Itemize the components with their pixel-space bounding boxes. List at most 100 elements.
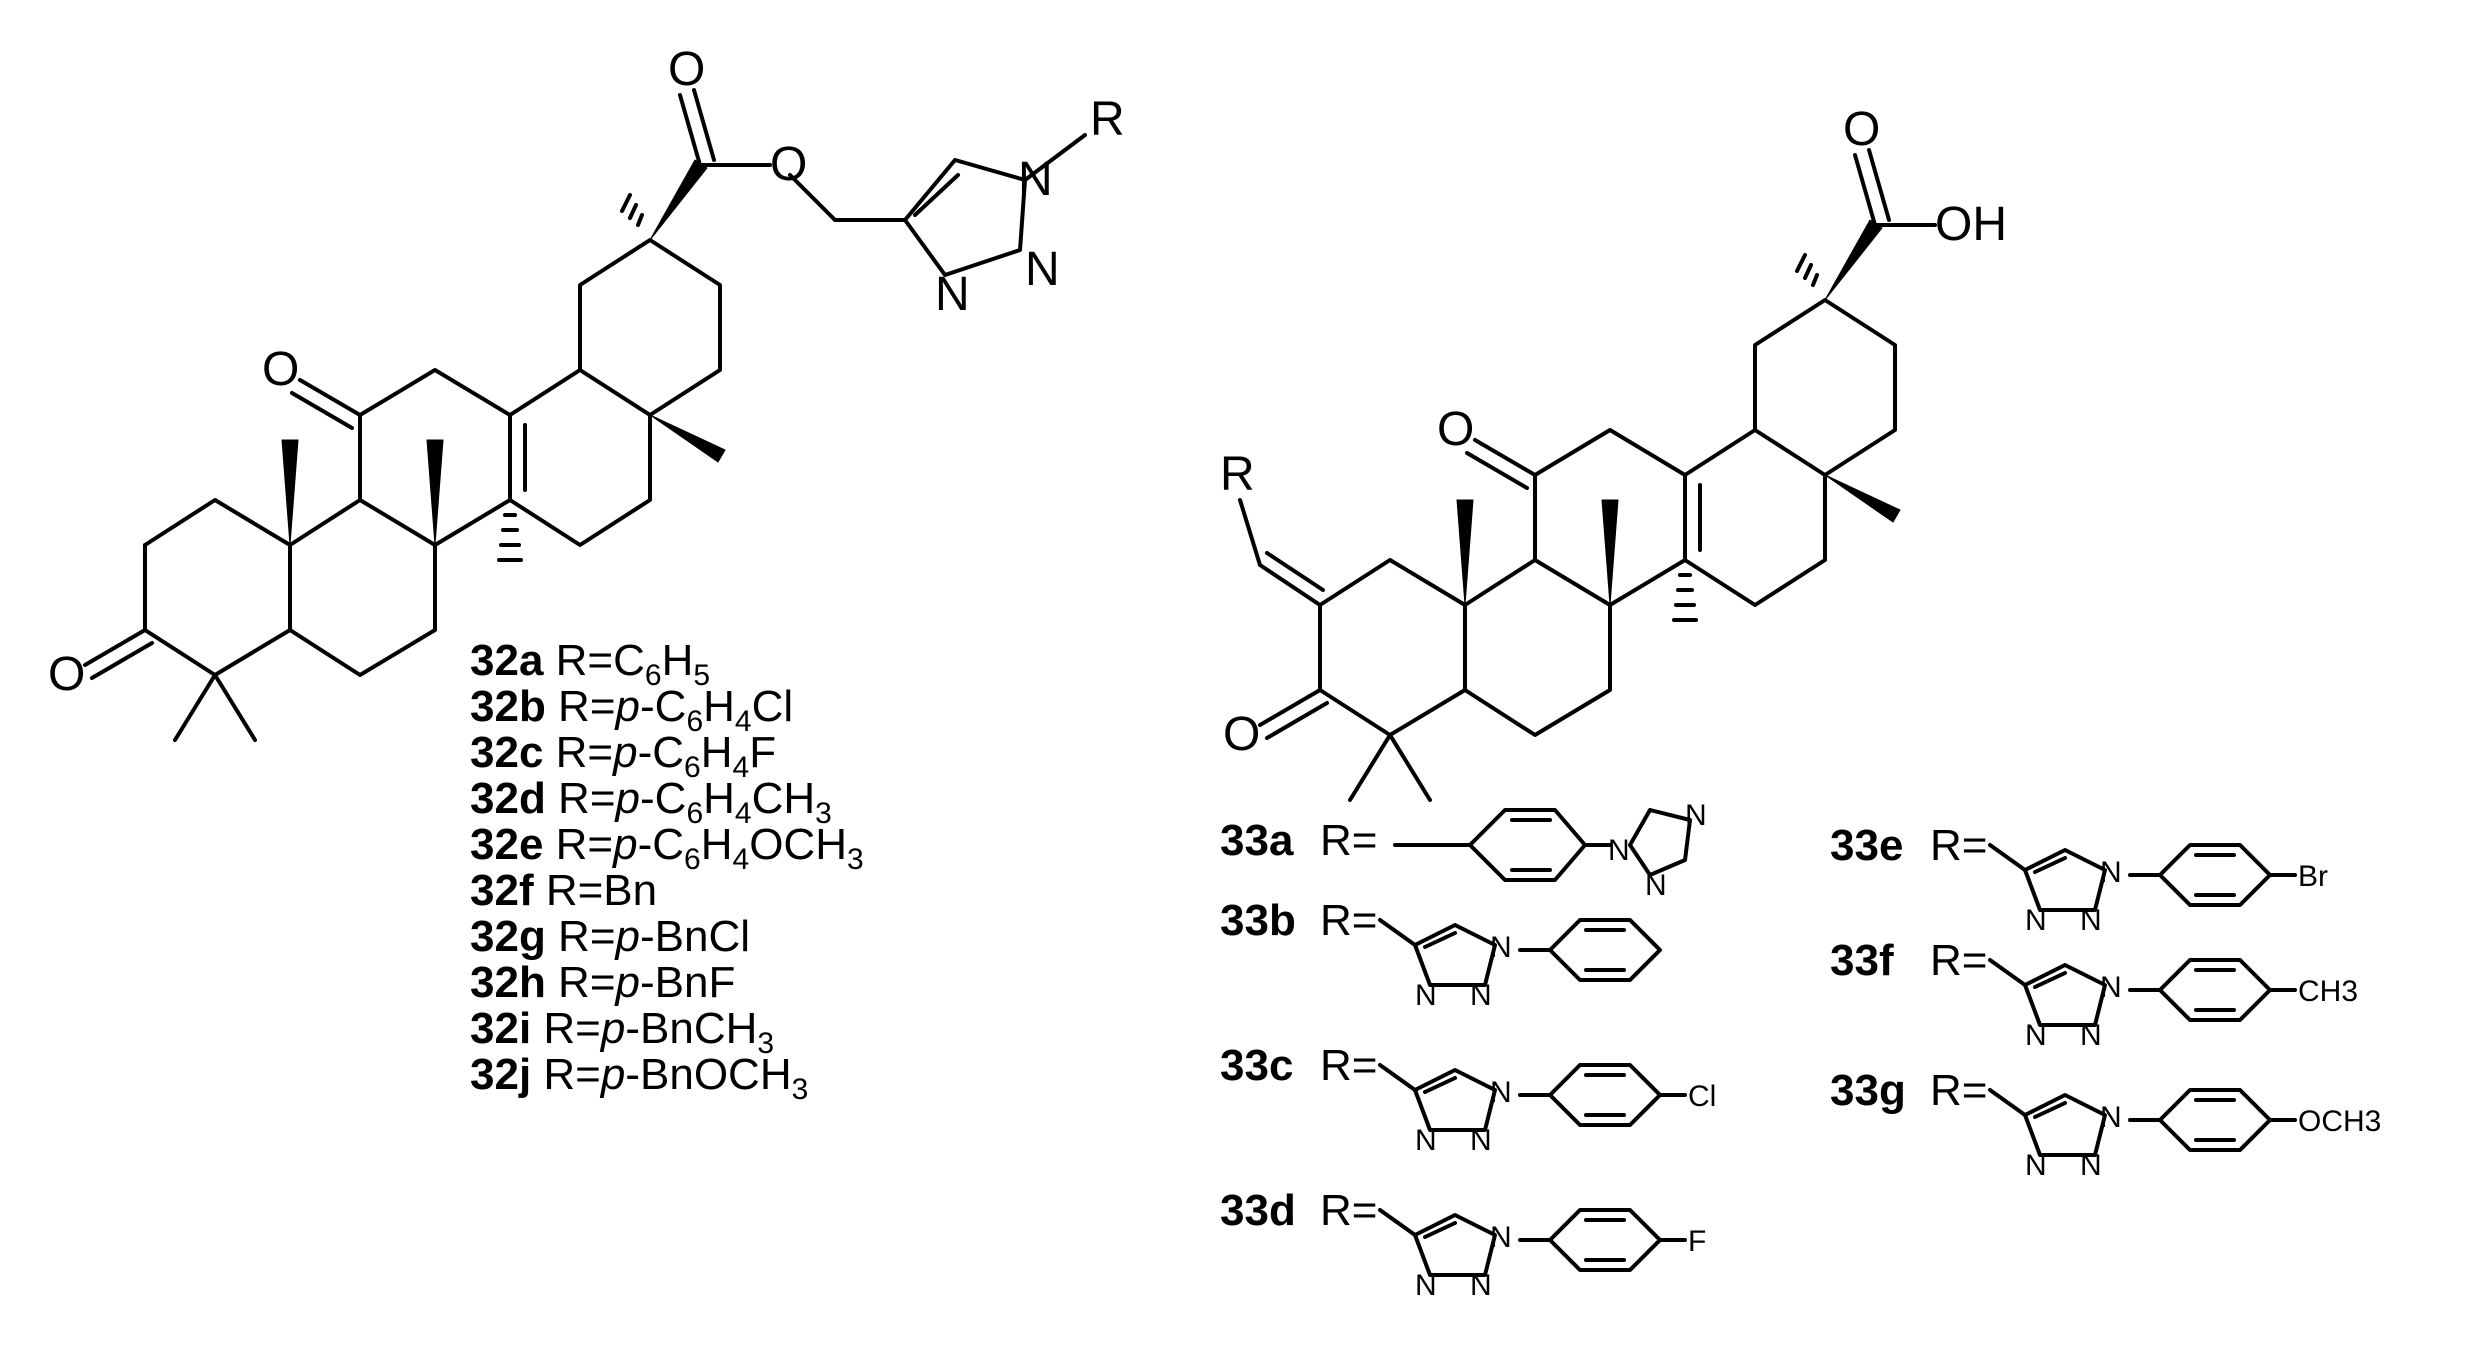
compound-id: 32i bbox=[470, 1004, 543, 1053]
atom-n: N bbox=[2025, 1019, 2047, 1052]
substituent-part: 4 bbox=[735, 797, 752, 830]
hashed-methyl-20 bbox=[620, 193, 644, 227]
atom-o: O bbox=[1223, 708, 1260, 761]
compound-label: 32e R=p-C6H4OCH3 bbox=[470, 820, 864, 876]
compound-id: 32c bbox=[470, 728, 556, 777]
substituent-part: F bbox=[749, 728, 776, 777]
substituent-part: p bbox=[614, 958, 640, 1007]
atom-oh: OH bbox=[1935, 198, 2007, 251]
atom-n: N bbox=[1470, 1124, 1492, 1157]
compound-id: 33f bbox=[1830, 936, 1894, 985]
substituent-part: 6 bbox=[684, 751, 701, 784]
atom-n: N bbox=[2080, 1019, 2102, 1052]
atom-n: N bbox=[2080, 904, 2102, 937]
substituent-part: 6 bbox=[686, 705, 703, 738]
compound-id: 32h bbox=[470, 958, 558, 1007]
atom-n: N bbox=[1608, 834, 1630, 867]
atom-n: N bbox=[2080, 1149, 2102, 1182]
substituent-part: p bbox=[611, 728, 637, 777]
substituent-part: p bbox=[599, 1004, 625, 1053]
substituent-part: 3 bbox=[757, 1027, 774, 1060]
atom-n: N bbox=[2025, 1149, 2047, 1182]
atom-n: N bbox=[2100, 971, 2122, 1004]
substituent-part: -BnOCH bbox=[625, 1050, 791, 1099]
substituent-eq: R= bbox=[1930, 936, 1987, 985]
substituent-part: 6 bbox=[686, 797, 703, 830]
substituent-part: -C bbox=[638, 728, 684, 777]
substituent-part: 6 bbox=[645, 659, 662, 692]
substituent-text: R= bbox=[543, 1004, 600, 1053]
substituent-eq: R= bbox=[1320, 1186, 1377, 1235]
atom-n: N bbox=[1490, 1076, 1512, 1109]
compound-label: 32c R=p-C6H4F bbox=[470, 728, 776, 784]
substituent-part: 3 bbox=[792, 1073, 809, 1106]
substituent-text: R= bbox=[543, 1050, 600, 1099]
compound-label: 32g R=p-BnCl bbox=[470, 912, 750, 961]
substituent-part: 3 bbox=[847, 843, 864, 876]
substituent-part: H bbox=[662, 636, 694, 685]
substituent-part: H bbox=[703, 774, 735, 823]
atom-n: N bbox=[1018, 153, 1053, 206]
compound-id: 32f bbox=[470, 866, 546, 915]
substituent-part: p bbox=[614, 774, 640, 823]
atom-r: R bbox=[1090, 93, 1125, 146]
atom-n: N bbox=[1470, 1269, 1492, 1302]
left-molecule: O O O O N N N R bbox=[48, 43, 1125, 742]
atom-n: N bbox=[1415, 979, 1437, 1012]
right-molecule: O OH O O R bbox=[1220, 103, 2007, 802]
substituent-part: CH bbox=[752, 774, 816, 823]
atom-n: N bbox=[1415, 1269, 1437, 1302]
substituent-part: H bbox=[701, 820, 733, 869]
compound-id: 32j bbox=[470, 1050, 543, 1099]
substituent-eq: R= bbox=[1930, 1066, 1987, 1115]
atom-o: O bbox=[1437, 403, 1474, 456]
compound-id: 33b bbox=[1220, 896, 1296, 945]
para-substituent: Cl bbox=[1688, 1080, 1716, 1113]
compound-id: 32g bbox=[470, 912, 558, 961]
compound-label: 32h R=p-BnF bbox=[470, 958, 735, 1007]
atom-o: O bbox=[1843, 103, 1880, 156]
compound-label: 32i R=p-BnCH3 bbox=[470, 1004, 774, 1060]
atom-n: N bbox=[1685, 799, 1707, 832]
atom-n: N bbox=[1490, 931, 1512, 964]
compound-id: 32d bbox=[470, 774, 558, 823]
hashed-methyl bbox=[497, 513, 523, 562]
compound-id: 32a bbox=[470, 636, 556, 685]
atom-n: N bbox=[1415, 1124, 1437, 1157]
atom-n: N bbox=[1645, 869, 1667, 902]
substituent-text: R= bbox=[558, 912, 615, 961]
substituent-part: p bbox=[611, 820, 637, 869]
substituent-part: -C bbox=[640, 774, 686, 823]
substituent-part: Cl bbox=[752, 682, 794, 731]
atom-r: R bbox=[1220, 448, 1255, 501]
substituent-part: H bbox=[701, 728, 733, 777]
substituent-part: H bbox=[703, 682, 735, 731]
substituent-text: R=Bn bbox=[546, 866, 657, 915]
substituent-part: -C bbox=[640, 682, 686, 731]
substituent-part: -BnCl bbox=[640, 912, 750, 961]
substituent-part: 4 bbox=[735, 705, 752, 738]
atom-n: N bbox=[2100, 856, 2122, 889]
substituent-part: p bbox=[614, 682, 640, 731]
atom-n: N bbox=[1470, 979, 1492, 1012]
atom-n: N bbox=[2100, 1101, 2122, 1134]
atom-o: O bbox=[262, 343, 299, 396]
atom-n: N bbox=[1025, 243, 1060, 296]
substituent-eq: R= bbox=[1320, 1041, 1377, 1090]
compound-id: 33g bbox=[1830, 1066, 1906, 1115]
para-substituent: CH3 bbox=[2298, 975, 2358, 1008]
substituent-part: -BnF bbox=[640, 958, 735, 1007]
compound-id: 32e bbox=[470, 820, 556, 869]
para-substituent: F bbox=[1688, 1225, 1706, 1258]
substituent-part: p bbox=[614, 912, 640, 961]
substituent-part: -BnCH bbox=[625, 1004, 757, 1053]
compound-id: 33c bbox=[1220, 1041, 1293, 1090]
substituent-text: R= bbox=[556, 728, 613, 777]
atom-n: N bbox=[2025, 904, 2047, 937]
substituent-eq: R= bbox=[1320, 896, 1377, 945]
atom-o: O bbox=[770, 138, 807, 191]
